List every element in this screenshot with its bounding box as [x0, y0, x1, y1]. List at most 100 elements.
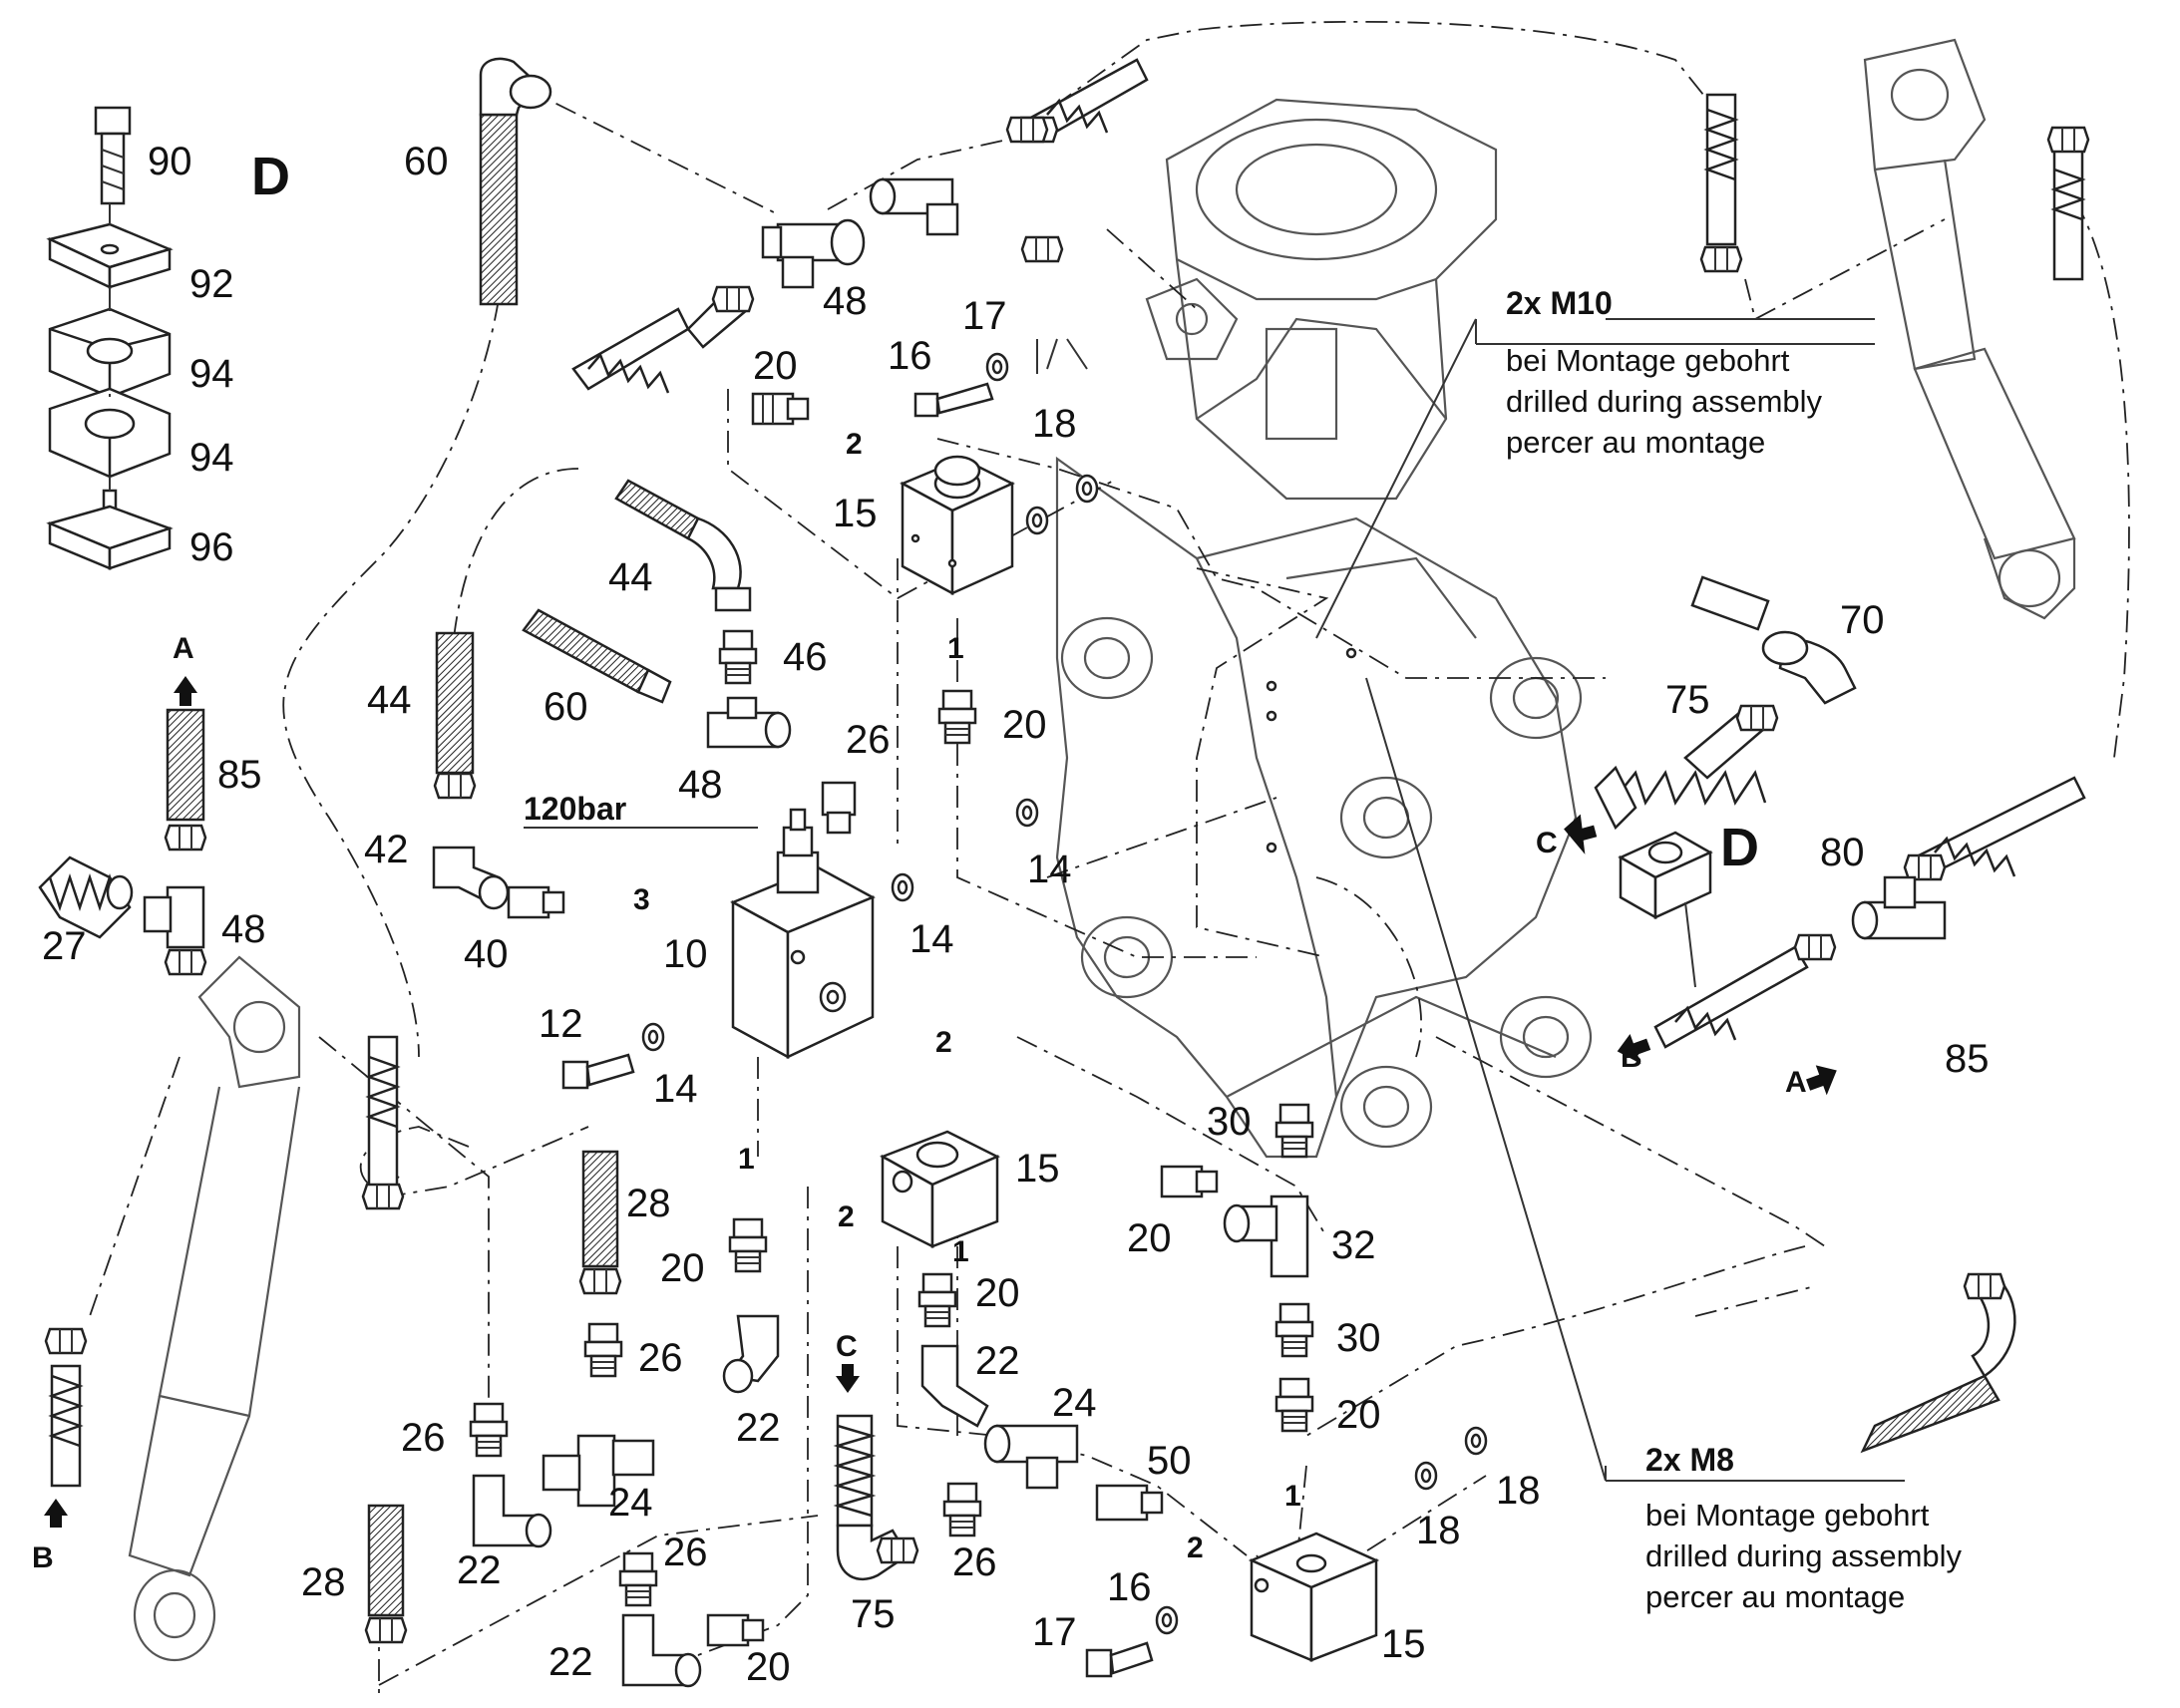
callout-1-middle: 1 [952, 1235, 969, 1268]
marker-c-right: C [1536, 827, 1558, 859]
callout-22-bottom: 22 [548, 1640, 593, 1684]
callout-14-c: 14 [653, 1067, 698, 1111]
bolt-17-bottom [1085, 1641, 1154, 1678]
bolt-16-top [913, 382, 994, 418]
callout-27: 27 [42, 924, 87, 968]
callout-17-top: 17 [962, 294, 1007, 338]
callout-1-bottom: 1 [1284, 1480, 1301, 1513]
washer-17-top [985, 352, 1009, 382]
marker-b-left: B [32, 1541, 54, 1574]
adapter-20-top [937, 689, 977, 745]
hydraulic-cylinder-left [128, 955, 301, 1662]
callout-80: 80 [1820, 831, 1865, 874]
callout-85-left: 85 [217, 753, 262, 797]
callout-2-bottom: 2 [1187, 1532, 1204, 1564]
callout-46: 46 [783, 635, 828, 679]
washer-14-a [1015, 798, 1039, 828]
arrow-a-up-left [174, 676, 197, 706]
leader-lines [524, 318, 1905, 1482]
elbow-22-upper [722, 1314, 780, 1394]
clamp-base-plate-96 [46, 489, 174, 570]
marker-c-bottom: C [836, 1330, 858, 1363]
callout-60-middle: 60 [544, 685, 588, 729]
washer-18-c [1414, 1461, 1438, 1491]
spring-guard-left-mid [361, 1035, 405, 1210]
callout-85-right: 85 [1945, 1037, 1990, 1081]
callout-20-lower: 20 [1336, 1393, 1381, 1437]
callout-16-top: 16 [888, 334, 932, 378]
callout-30-top: 30 [1207, 1100, 1252, 1144]
callout-70: 70 [1840, 598, 1885, 642]
clamp-half-94-top [48, 307, 172, 399]
washer-14-b [891, 872, 914, 902]
callout-26-bottom: 26 [663, 1531, 708, 1574]
callout-42: 42 [364, 828, 409, 871]
tee-fitting-48-top [761, 218, 866, 289]
callout-22-upper: 22 [736, 1406, 781, 1450]
washer-16-bottom [1155, 1605, 1179, 1635]
adapter-26-far-left [469, 1402, 509, 1458]
callout-94-a: 94 [189, 352, 234, 396]
callout-18-bottom-a: 18 [1416, 1509, 1461, 1552]
adapter-20-lower [1274, 1377, 1314, 1433]
adapter-20-bottom [706, 1613, 765, 1647]
callout-1-top: 1 [947, 632, 964, 665]
washer-14-c [641, 1022, 665, 1052]
tee-fitting-48-left [143, 885, 207, 976]
labels: 90 D 92 94 94 96 60 48 17 16 20 18 15 44… [32, 140, 1990, 1689]
arrow-a-right-bottom [1806, 1065, 1837, 1096]
callout-22-left: 22 [457, 1548, 502, 1592]
tee-fitting-24-left [542, 1434, 655, 1508]
callout-48-middle: 48 [678, 763, 723, 807]
note-m10-line-3: percer au montage [1506, 425, 1765, 460]
callout-26-lower: 26 [952, 1540, 997, 1584]
valve-block-15-middle [880, 1130, 1000, 1249]
valve-block-15-bottom [1248, 1532, 1380, 1662]
spring-guard-right-low [1653, 933, 1837, 1049]
callout-24-left: 24 [608, 1481, 653, 1525]
callout-24-center: 24 [1052, 1381, 1097, 1425]
adapter-26-left [583, 1322, 623, 1378]
callout-20-bottom: 20 [746, 1645, 791, 1689]
callout-44-upper: 44 [608, 555, 653, 599]
marker-a-right: A [1785, 1066, 1807, 1099]
elbow-70 [1690, 575, 1857, 705]
clamp-block-d-right [1618, 831, 1713, 920]
bolt-12 [561, 1053, 635, 1090]
callout-15-middle: 15 [1015, 1147, 1060, 1191]
spring-guard-75-bottom [833, 1414, 919, 1581]
spring-guard-top-center [571, 285, 755, 394]
callout-75-right: 75 [1665, 678, 1710, 722]
callout-18-top: 18 [1032, 402, 1077, 446]
callout-18-bottom-b: 18 [1496, 1469, 1541, 1513]
spring-guard-27 [38, 855, 134, 939]
callout-90: 90 [148, 140, 192, 183]
elbow-22-left [472, 1474, 552, 1548]
swivel-housing [1145, 98, 1498, 501]
callout-92: 92 [189, 262, 234, 306]
callout-20-right: 20 [1127, 1216, 1172, 1260]
callout-75-bottom: 75 [851, 1592, 896, 1636]
hose-85-left [164, 708, 207, 852]
drill-holes [1266, 647, 1357, 854]
note-m8-spec: 2x M8 [1645, 1442, 1734, 1478]
callout-30-lower: 30 [1336, 1316, 1381, 1360]
callout-48-top: 48 [823, 279, 868, 323]
arrow-c-down-bottom [836, 1364, 860, 1393]
note-m8-line-3: percer au montage [1645, 1579, 1905, 1614]
callout-14-a: 14 [1027, 848, 1072, 891]
adapter-20-left [728, 1217, 768, 1273]
callout-26-left: 26 [638, 1336, 683, 1380]
callout-32: 32 [1331, 1223, 1376, 1267]
valve-block-15-top [900, 455, 1015, 596]
adapter-26-lower [942, 1482, 982, 1537]
callout-50: 50 [1147, 1439, 1192, 1483]
arrow-b-up-left [44, 1499, 68, 1528]
callout-3: 3 [633, 883, 650, 916]
washer-18-b [1075, 474, 1099, 504]
spring-guard-right-mid [1903, 776, 2086, 881]
marker-b-right: B [1621, 1041, 1642, 1074]
callout-28-center: 28 [626, 1182, 671, 1225]
hydraulic-cylinder-right [1863, 38, 2076, 620]
